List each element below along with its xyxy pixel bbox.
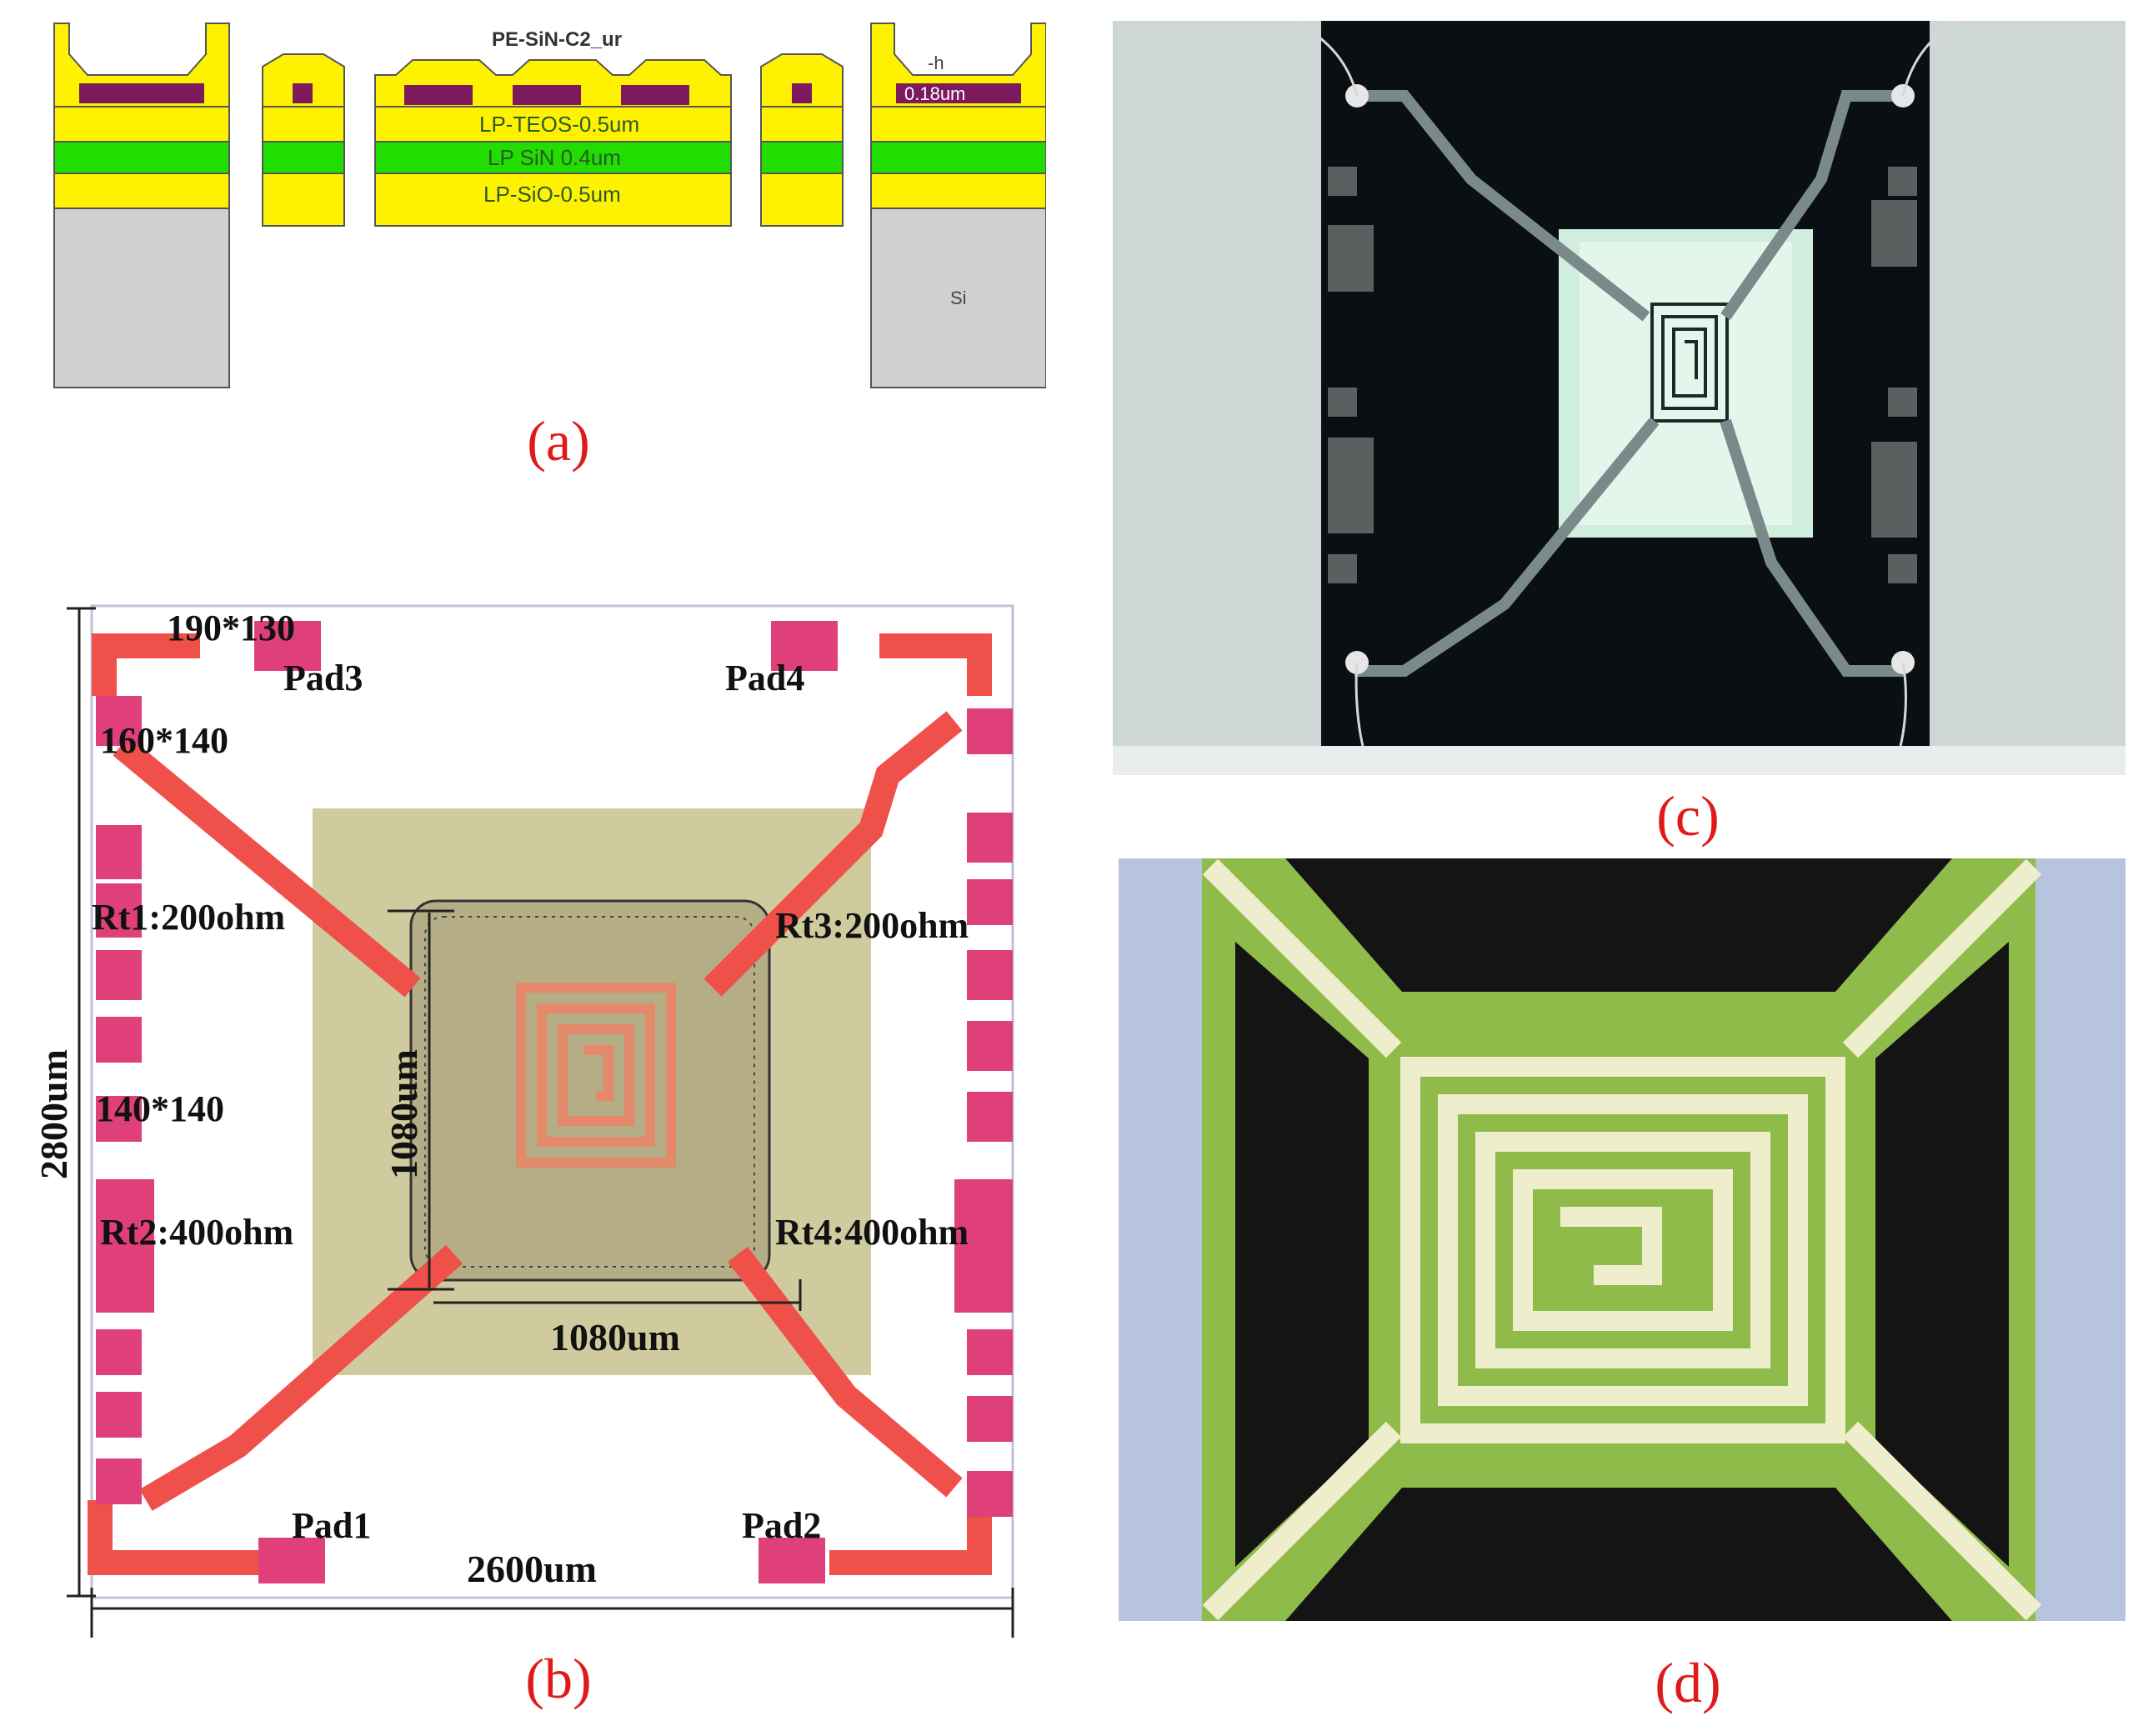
right-stack: -h 0.18um Si [870, 23, 1046, 388]
sin-layer-label: LP SiN 0.4um [488, 145, 621, 170]
dimension-lines [67, 607, 1014, 1638]
cross-section-diagram: PE-SiN-C2_ur LP-TEOS-0.5um LP SiN 0.4um … [53, 23, 1046, 388]
bond-pads [96, 621, 1013, 1583]
left-stack [53, 23, 230, 388]
size-label-3: 140*140 [96, 1088, 224, 1129]
pad4-label: Pad4 [725, 658, 804, 698]
rt4-label: Rt4:400ohm [775, 1212, 969, 1253]
inner-height-label: 1080um [383, 1049, 425, 1179]
micrograph-image [1119, 858, 2125, 1621]
metal-thickness-label: 0.18um [904, 83, 965, 104]
cap-block-1 [262, 53, 345, 227]
center-membrane-stack: PE-SiN-C2_ur LP-TEOS-0.5um LP SiN 0.4um … [374, 28, 732, 227]
pad2-label: Pad2 [742, 1505, 821, 1546]
substrate-label: Si [950, 288, 967, 308]
rt3-label: Rt3:200ohm [775, 905, 969, 946]
rt2-label: Rt2:400ohm [100, 1212, 293, 1253]
pad1-label: Pad1 [292, 1505, 371, 1546]
layout-diagram: 190*130 Pad3 Pad4 160*140 Rt1:200ohm Rt3… [21, 596, 1021, 1646]
metal-tag: -h [928, 53, 944, 73]
rt1-label: Rt1:200ohm [92, 897, 285, 938]
height-dimension-label: 2800um [33, 1049, 75, 1179]
size-label-2: 160*140 [100, 720, 228, 761]
size-label-1: 190*130 [167, 608, 295, 648]
panel-d-micrograph [1119, 858, 2125, 1621]
top-layer-label: PE-SiN-C2_ur [492, 28, 622, 51]
inner-width-label: 1080um [550, 1316, 680, 1358]
teos-layer-label: LP-TEOS-0.5um [479, 112, 639, 137]
caption-b: (b) [525, 1647, 592, 1710]
sio-layer-label: LP-SiO-0.5um [483, 182, 621, 207]
pad3-label: Pad3 [283, 658, 363, 698]
chip-photo-image [1113, 21, 2125, 775]
caption-c: (c) [1656, 784, 1720, 848]
perforated-plate [409, 899, 771, 1282]
cap-block-2 [760, 53, 844, 227]
width-dimension-label: 2600um [467, 1548, 597, 1590]
caption-d: (d) [1655, 1651, 1721, 1714]
spiral-heater [516, 983, 676, 1168]
caption-a: (a) [527, 409, 590, 473]
panel-b-layout: 190*130 Pad3 Pad4 160*140 Rt1:200ohm Rt3… [21, 596, 1021, 1646]
panel-a-cross-section: PE-SiN-C2_ur LP-TEOS-0.5um LP SiN 0.4um … [46, 17, 1046, 400]
panel-c-chip-photo [1113, 21, 2125, 775]
